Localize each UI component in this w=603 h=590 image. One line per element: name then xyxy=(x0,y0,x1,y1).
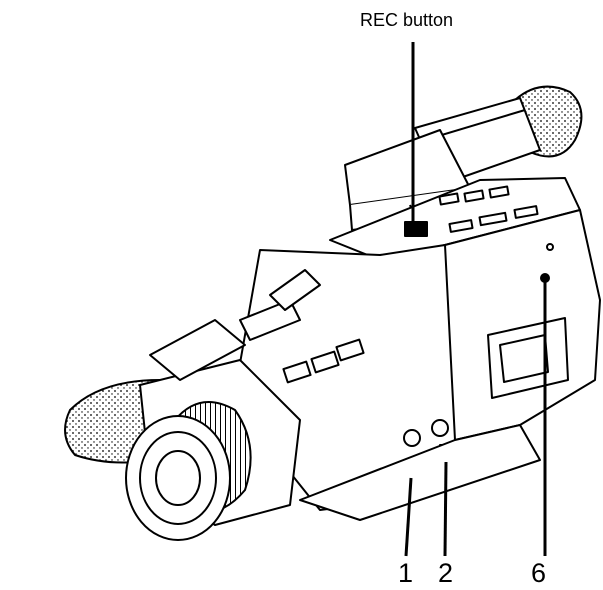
leader-line-2 xyxy=(443,461,448,557)
callout-dot-6 xyxy=(540,273,550,283)
leader-line-1 xyxy=(404,477,413,557)
rec-button-label: REC button xyxy=(360,10,454,30)
callout-2-label: 2 xyxy=(438,558,454,588)
rec-button-shape xyxy=(404,221,428,237)
body-side xyxy=(429,209,601,441)
callout-1-label: 1 xyxy=(398,558,414,588)
callout-6-label: 6 xyxy=(531,558,547,588)
